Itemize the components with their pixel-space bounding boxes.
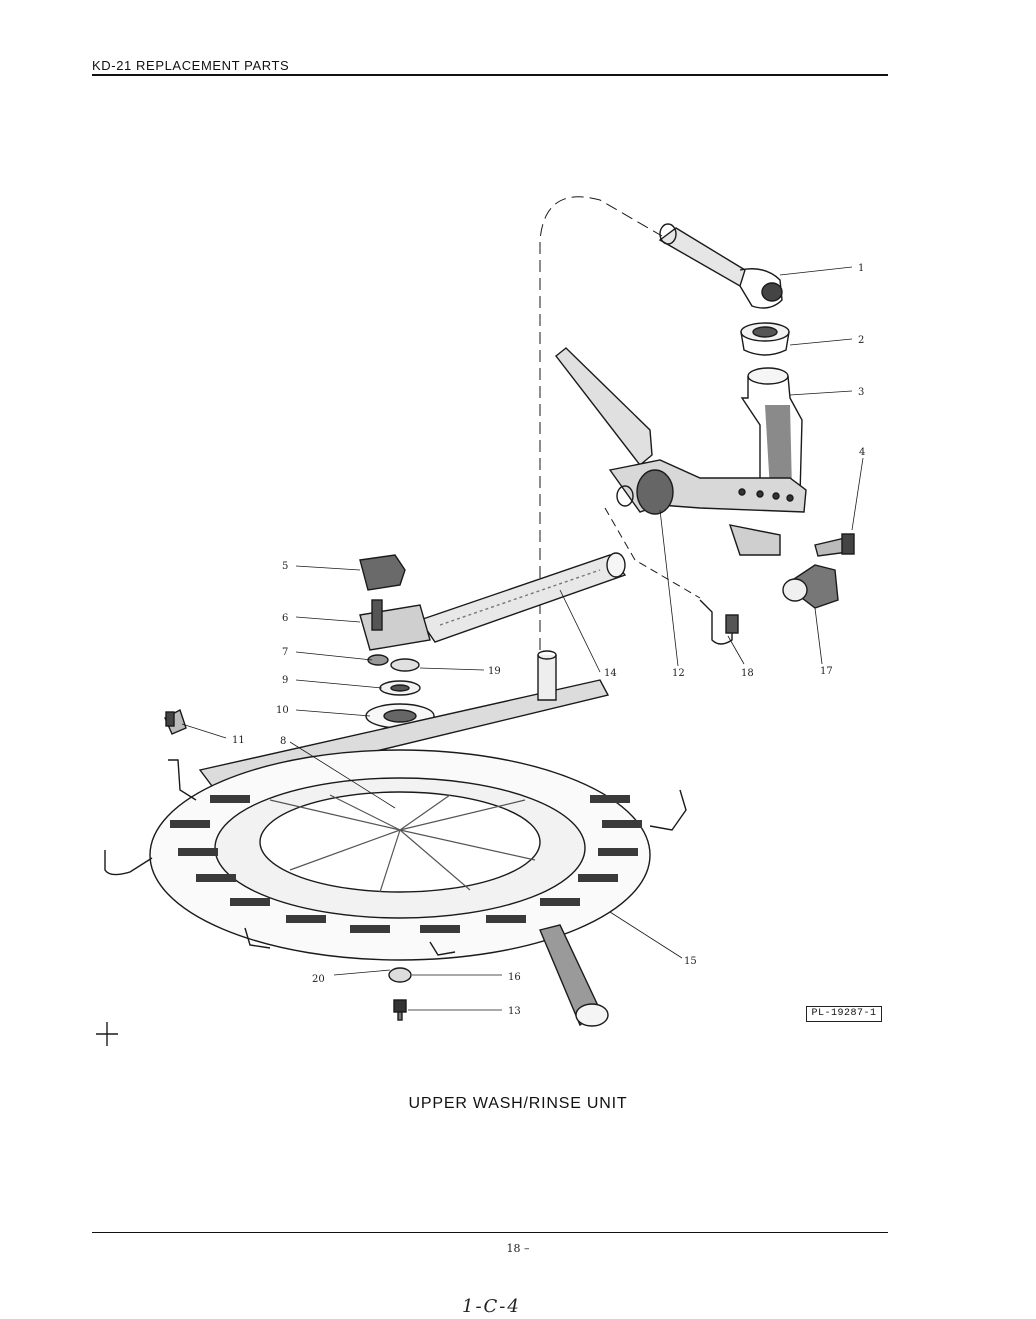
handwritten-note: 1-C-4 <box>462 1296 521 1317</box>
callout-17: 17 <box>820 666 833 677</box>
callout-4: 4 <box>859 447 865 458</box>
plate-id-label: PL-19287-1 <box>806 1006 882 1022</box>
page-number: 18 – <box>506 1242 530 1255</box>
part-5-bracket <box>359 554 406 591</box>
callout-1: 1 <box>858 263 864 274</box>
diagram-caption: UPPER WASH/RINSE UNIT <box>408 1095 628 1112</box>
callout-15: 15 <box>684 956 697 967</box>
callout-3: 3 <box>858 387 864 398</box>
part-7-spacer <box>367 654 389 666</box>
part-11-clip <box>164 708 187 735</box>
part-15-rack-base <box>104 749 687 961</box>
part-9-washer <box>379 680 421 696</box>
page-title: KD-21 REPLACEMENT PARTS <box>92 58 290 73</box>
callout-20: 20 <box>312 974 325 985</box>
part-14-wash-arm-tube <box>418 552 627 643</box>
callout-18: 18 <box>741 668 754 679</box>
part-4-screw <box>814 533 855 557</box>
callout-11: 11 <box>232 735 245 746</box>
registration-crosshair <box>96 1022 118 1046</box>
part-6-hub-housing <box>359 599 431 651</box>
part-13-bolt <box>393 999 407 1021</box>
part-12-upper-spray-arm <box>555 347 807 556</box>
callout-7: 7 <box>282 647 288 658</box>
callout-19: 19 <box>488 666 501 677</box>
part-19-bearing <box>390 658 420 672</box>
callout-10: 10 <box>276 705 289 716</box>
callout-6: 6 <box>282 613 288 624</box>
rack-support-tube <box>539 924 609 1027</box>
callout-2: 2 <box>858 335 864 346</box>
footer-divider <box>92 1232 888 1233</box>
callout-13: 13 <box>508 1006 521 1017</box>
assembly-guide-line <box>539 196 663 650</box>
part-3-supply-tube <box>740 367 803 496</box>
callout-9: 9 <box>282 675 288 686</box>
part-16-washer <box>388 967 412 983</box>
header-divider <box>92 74 888 76</box>
callout-12: 12 <box>672 668 685 679</box>
callout-8: 8 <box>280 736 286 747</box>
callout-14: 14 <box>604 668 617 679</box>
assembly-guide-line-2 <box>604 507 701 599</box>
page-header: KD-21 REPLACEMENT PARTS <box>92 58 888 78</box>
part-17-nozzle-fitting <box>782 564 839 609</box>
callout-5: 5 <box>282 561 288 572</box>
part-1-hose-elbow <box>658 223 783 309</box>
callout-16: 16 <box>508 972 521 983</box>
part-18-clip <box>699 599 739 645</box>
part-2-collar <box>740 322 790 356</box>
